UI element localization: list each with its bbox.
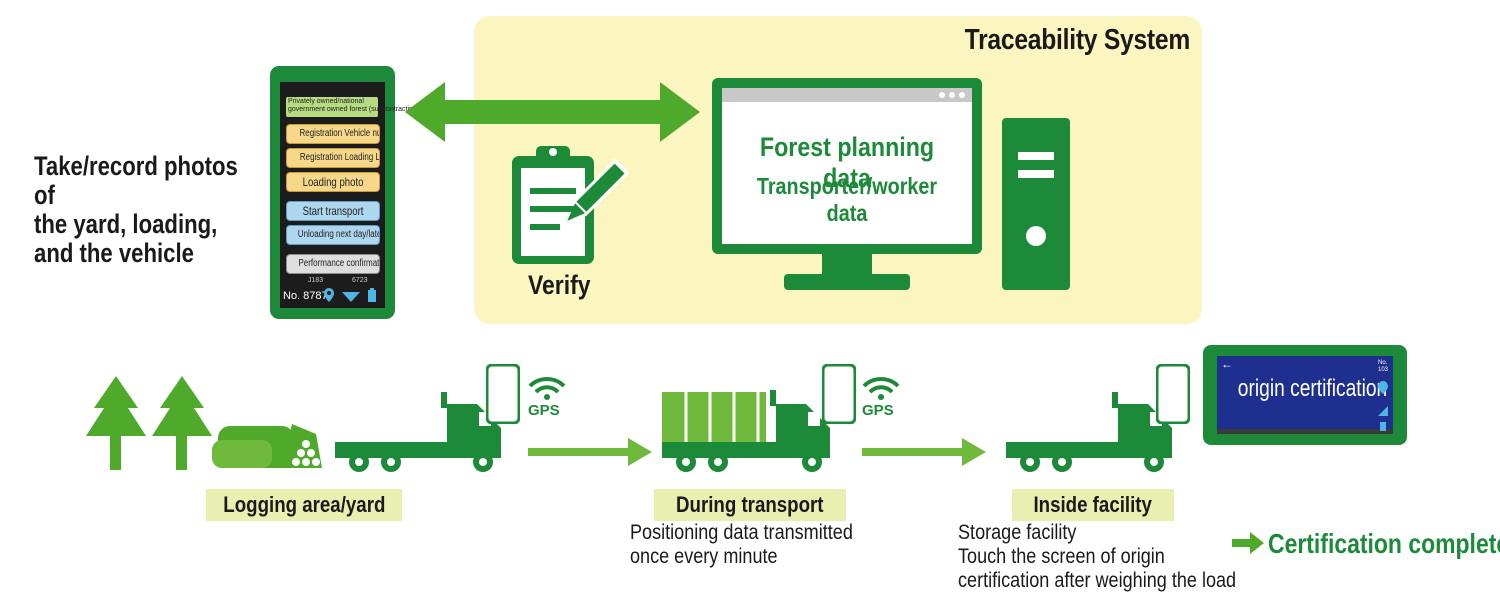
mobile-phone-icon-1 — [486, 364, 520, 424]
forest-type-line2: government owned forest (subcontracting,… — [288, 106, 435, 113]
facility-desc-line1: Storage facility — [958, 521, 1077, 544]
gps-label-1: GPS — [528, 402, 560, 419]
gps-signal-icon-2 — [862, 376, 900, 400]
facility-description: Storage facility Touch the screen of ori… — [958, 521, 1236, 593]
verify-label: Verify — [528, 270, 591, 300]
log-pile-icon — [212, 424, 322, 468]
tablet-bottom-bar — [1217, 429, 1393, 434]
stage-label-logging: Logging area/yard — [206, 489, 402, 521]
system-title: Traceability System — [964, 24, 1191, 56]
trees-icon — [86, 376, 212, 470]
battery-icon — [1380, 422, 1386, 431]
gps-label-2: GPS — [862, 402, 894, 419]
tree-icon-2 — [152, 376, 212, 470]
photo-caption-line1: Take/record photos of — [34, 151, 238, 210]
tablet-screen[interactable] — [1217, 356, 1393, 434]
stage-label-facility: Inside facility — [1012, 489, 1174, 521]
computer-tower-icon — [1002, 118, 1070, 290]
tree-icon-1 — [86, 376, 146, 470]
mobile-phone-icon-2 — [822, 364, 856, 424]
mobile-phone-icon-3 — [1156, 364, 1190, 424]
tablet-number-block: No. 103 — [1378, 360, 1388, 374]
wifi-icon — [342, 292, 360, 302]
facility-desc-line3: certification after weighing the load — [958, 569, 1237, 592]
phone-number: No. 8787 — [283, 290, 328, 302]
flow-arrow-1 — [528, 438, 652, 466]
performance-confirmation-button[interactable]: Performance confirmation — [286, 254, 380, 274]
sync-double-arrow — [405, 82, 700, 142]
stage-label-transport: During transport — [654, 489, 846, 521]
back-arrow-icon[interactable]: ← — [1221, 357, 1233, 371]
transport-description: Positioning data transmitted once every … — [630, 521, 853, 569]
location-pin-icon — [324, 288, 334, 302]
unloading-later-button[interactable]: Unloading next day/later — [286, 225, 380, 245]
phone-status-icons — [324, 288, 376, 302]
certification-complete-label: Certification complete — [1268, 528, 1500, 559]
loaded-truck-icon — [662, 390, 830, 472]
monitor-icon — [712, 78, 982, 290]
register-lumber-button[interactable]: Registration Loading Lumber — [286, 148, 380, 168]
tablet-number: 103 — [1378, 367, 1389, 373]
transporter-worker-data-text: Transporter/worker data — [756, 173, 938, 226]
phone-small-left: J183 — [308, 277, 324, 284]
gps-signal-icon-1 — [528, 376, 566, 400]
arrow-right-icon — [1232, 532, 1264, 554]
loading-photo-button[interactable]: Loading photo — [286, 172, 380, 192]
flow-arrow-2 — [862, 438, 986, 466]
forest-type-line1: Privately owned/national — [288, 98, 364, 105]
tablet-number-label: No. — [1378, 360, 1388, 366]
register-vehicle-button[interactable]: Registration Vehicle number — [286, 124, 380, 144]
tablet-status-icons — [1378, 381, 1388, 431]
signal-icon — [1378, 406, 1388, 416]
facility-desc-line2: Touch the screen of origin — [958, 545, 1165, 568]
photo-caption: Take/record photos of the yard, loading,… — [34, 152, 247, 268]
clipboard-verify-icon — [512, 146, 630, 264]
forest-type-header: Privately owned/national government owne… — [286, 97, 435, 117]
forest-planning-data-text: Forest planning data — [759, 132, 935, 193]
photo-caption-line3: and the vehicle — [34, 238, 194, 268]
start-transport-button[interactable]: Start transport — [286, 201, 380, 221]
battery-icon — [368, 288, 376, 302]
origin-certification-button[interactable]: origin certification — [1237, 375, 1388, 402]
transport-desc-line1: Positioning data transmitted — [630, 521, 853, 544]
photo-caption-line2: the yard, loading, — [34, 209, 218, 239]
location-pin-icon — [1378, 381, 1388, 394]
transport-desc-line2: once every minute — [630, 545, 778, 568]
phone-small-right: 6723 — [352, 277, 368, 284]
